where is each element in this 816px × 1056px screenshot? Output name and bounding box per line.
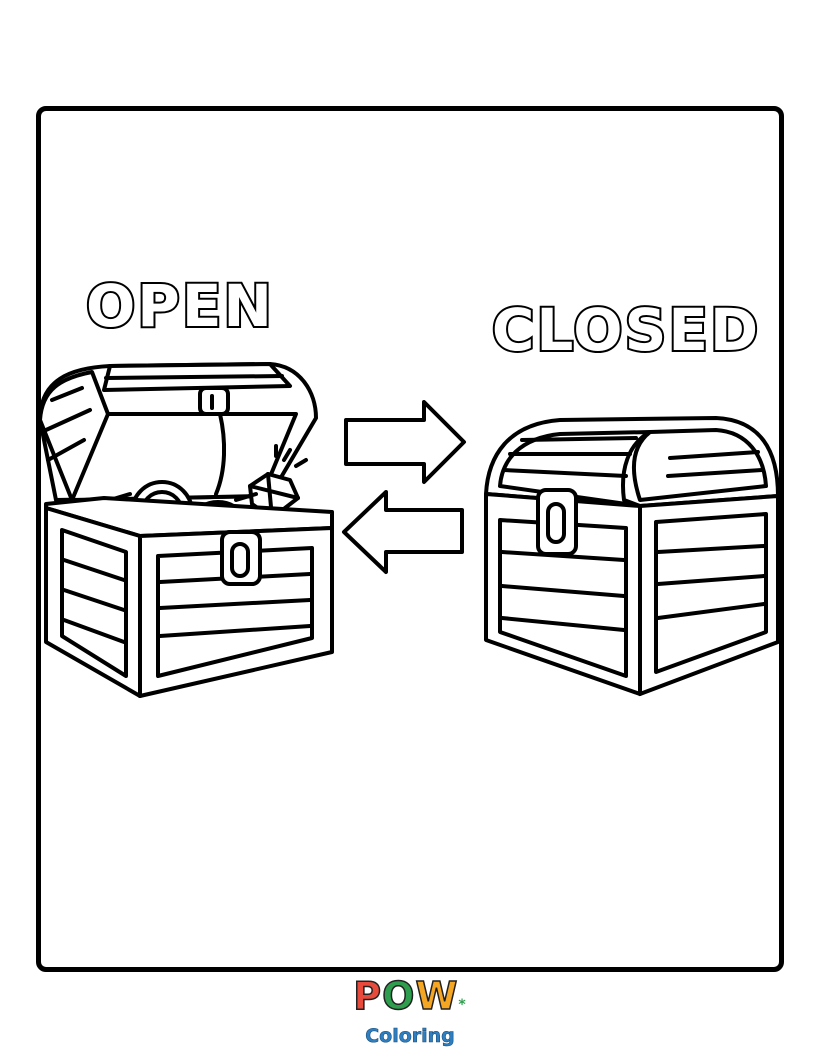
open-label: OPEN <box>86 272 274 340</box>
logo-letter-w: W <box>415 974 459 1018</box>
logo-star-icon: * <box>458 997 467 1013</box>
closed-chest-icon <box>484 416 780 696</box>
pow-coloring-logo: POW* Coloring <box>340 974 480 1050</box>
logo-pow-word: POW* <box>340 974 480 1025</box>
logo-letter-o: O <box>381 974 416 1018</box>
closed-label: CLOSED <box>492 296 760 364</box>
open-chest-icon: $ <box>38 362 334 698</box>
logo-subtitle: Coloring <box>365 1025 455 1048</box>
logo-letter-p: P <box>353 974 383 1018</box>
arrow-right-icon <box>344 400 466 484</box>
arrow-left-icon <box>342 490 464 574</box>
